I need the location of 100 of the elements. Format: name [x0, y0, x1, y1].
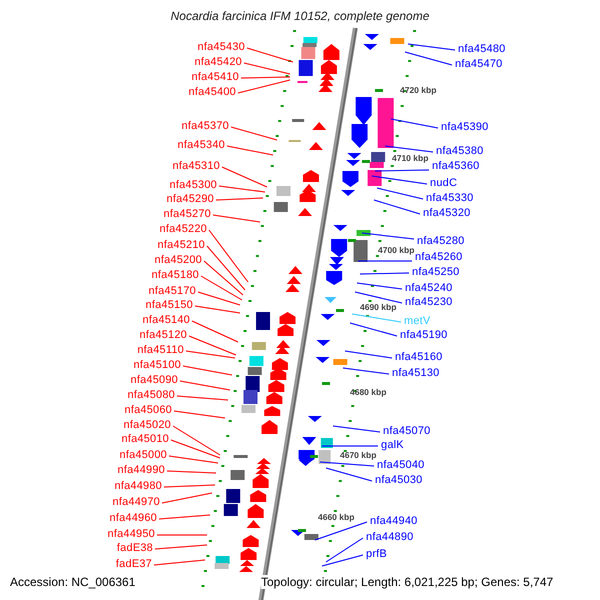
- leader-line: [230, 126, 278, 140]
- leader-line: [352, 314, 402, 322]
- gene-label: nfa44970: [112, 496, 160, 508]
- leader-line: [154, 544, 208, 550]
- gene-label: nfa45470: [455, 58, 502, 70]
- leader-line: [226, 146, 274, 156]
- gene-label: nfa45090: [130, 374, 178, 386]
- leader-line: [374, 170, 430, 172]
- gene-label: nfa45070: [383, 425, 430, 437]
- leader-line: [162, 492, 212, 504]
- leader-line: [198, 292, 240, 306]
- gene-label: nfa45390: [441, 121, 488, 133]
- info-text: Accession: NC_006361: [10, 575, 136, 589]
- gene-label: galK: [381, 439, 404, 451]
- gene-label: nfa45040: [377, 459, 424, 471]
- leader-line: [216, 198, 264, 200]
- leader-line: [320, 462, 374, 466]
- scale-label: 4680 kbp: [350, 388, 386, 397]
- gene-label: nfa45430: [198, 41, 245, 53]
- gene-label: nfa45340: [178, 139, 225, 151]
- gene-label: nfa45480: [458, 43, 506, 55]
- gene-label: nfa45240: [405, 282, 452, 294]
- leader-line: [384, 146, 434, 152]
- leader-line: [208, 230, 248, 282]
- leader-line: [180, 380, 230, 390]
- gene-label: nfa44950: [108, 528, 155, 540]
- gene-label: nfa45150: [146, 299, 193, 311]
- leader-line: [170, 440, 220, 458]
- gene-label: nfa44940: [370, 515, 418, 527]
- leader-line: [246, 48, 294, 62]
- gene-label: nfa45360: [432, 160, 480, 172]
- gene-label: nfa45030: [375, 474, 422, 486]
- gene-label: nfa45220: [160, 223, 207, 235]
- gene-label: nfa45140: [142, 314, 190, 326]
- leader-line: [164, 484, 216, 488]
- gene-label: fadE38: [116, 542, 153, 554]
- gene-label: nfa45130: [392, 367, 440, 379]
- scale-label: 4700 kbp: [378, 246, 414, 255]
- leader-line: [240, 76, 290, 78]
- scale-label: 4710 kbp: [392, 154, 428, 163]
- gene-label: nfa45280: [417, 235, 464, 247]
- scale-label: 4660 kbp: [318, 513, 354, 522]
- gene-label: nfa45010: [122, 433, 169, 445]
- gene-label: nfa44990: [118, 464, 165, 476]
- leader-line: [168, 456, 218, 464]
- leader-line: [182, 366, 232, 376]
- gene-label: nfa45170: [148, 285, 196, 297]
- leader-line: [344, 350, 392, 358]
- leader-line: [192, 320, 238, 342]
- leader-line: [358, 260, 412, 262]
- gene-label: nfa45260: [415, 251, 462, 263]
- leader-line: [158, 514, 210, 520]
- leader-line: [404, 52, 452, 66]
- gene-label: nfa45120: [140, 329, 187, 341]
- gene-label: nfa45410: [192, 71, 239, 83]
- leader-line: [176, 396, 228, 400]
- leader-line: [372, 176, 428, 184]
- scale-label: 4690 kbp: [360, 303, 396, 312]
- gene-label: nfa45330: [426, 192, 474, 204]
- gene-label: nfa45110: [137, 344, 184, 356]
- leader-line: [354, 292, 402, 304]
- gene-label: nfa44960: [110, 512, 157, 524]
- scale-label: 4720 kbp: [400, 86, 436, 95]
- leader-line: [390, 118, 438, 128]
- leader-line: [326, 538, 364, 562]
- leader-line: [238, 80, 290, 94]
- gene-label: nfa45100: [134, 359, 181, 371]
- gene-label: nfa45250: [412, 266, 460, 278]
- gene-label: nfa45060: [124, 404, 172, 416]
- leader-line: [314, 522, 368, 540]
- gene-label: nfa45270: [164, 208, 211, 220]
- leader-line: [212, 214, 260, 222]
- leader-line: [166, 470, 216, 474]
- leader-line: [172, 426, 220, 456]
- leader-line: [356, 282, 402, 290]
- leader-line: [156, 534, 208, 536]
- gene-label: nfa45300: [170, 179, 217, 191]
- leader-line: [194, 306, 240, 314]
- leader-line: [350, 322, 398, 336]
- gene-label: nudC: [430, 177, 458, 189]
- gene-label: nfa45370: [182, 120, 229, 132]
- gene-label: nfa45230: [405, 296, 452, 308]
- leader-line: [186, 350, 236, 358]
- gene-label: nfa45380: [436, 145, 484, 157]
- gene-label: nfa44890: [366, 531, 414, 543]
- leader-line: [332, 426, 380, 432]
- gene-label: nfa45200: [154, 254, 202, 266]
- leader-line: [376, 188, 424, 200]
- gene-label: nfa45210: [158, 239, 205, 251]
- leader-line: [362, 232, 414, 240]
- leader-line: [206, 246, 246, 290]
- info-text: Topology: circular; Length: 6,021,225 bp; Genes: 5,747: [261, 575, 554, 589]
- gene-label: nfa45180: [152, 269, 199, 281]
- gene-label: nfa45310: [172, 160, 220, 172]
- gene-label: nfa45320: [423, 207, 470, 219]
- title: Nocardia farcinica IFM 10152, complete genome: [170, 9, 430, 23]
- gene-label: nfa45080: [128, 389, 175, 401]
- leader-line: [200, 276, 242, 300]
- leader-line: [154, 560, 206, 566]
- gene-label: fadE37: [116, 558, 152, 570]
